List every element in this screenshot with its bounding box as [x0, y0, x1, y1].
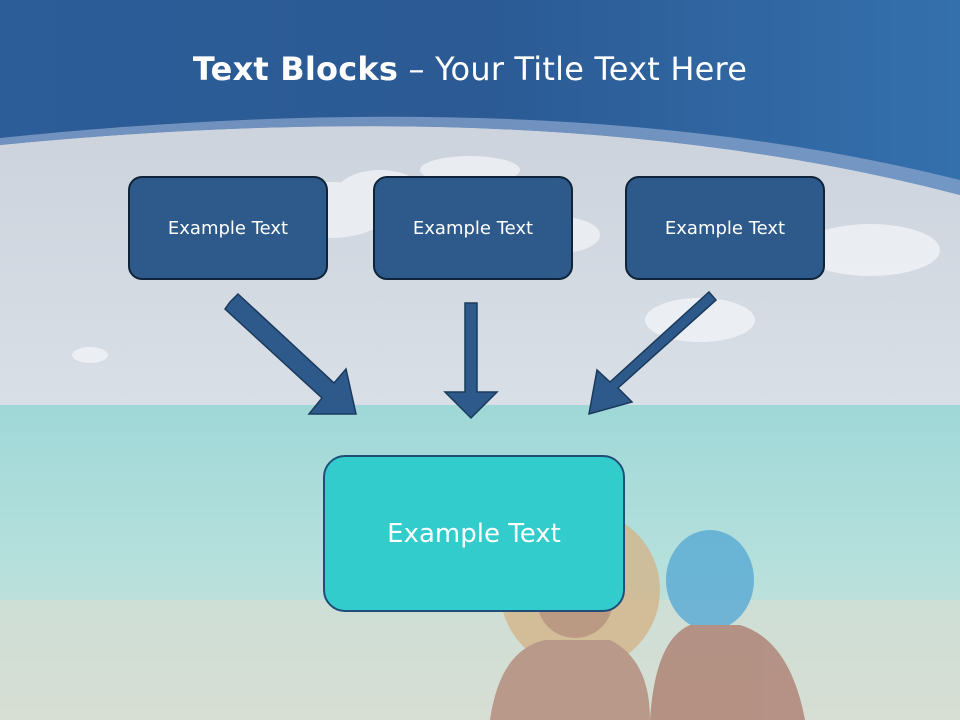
text-block-right[interactable]: Example Text — [625, 176, 825, 280]
arrow-down-right-icon — [224, 292, 357, 415]
slide-title: Text Blocks – Your Title Text Here — [0, 50, 940, 88]
title-bold-part: Text Blocks — [192, 50, 399, 88]
text-block-label: Example Text — [664, 217, 786, 239]
title-separator: – — [398, 50, 436, 88]
arrow-down-left-icon — [588, 290, 718, 416]
text-block-center[interactable]: Example Text — [373, 176, 573, 280]
main-text-block[interactable]: Example Text — [323, 455, 625, 612]
text-block-label: Example Text — [167, 217, 289, 239]
main-text-block-label: Example Text — [387, 518, 561, 549]
text-block-left[interactable]: Example Text — [128, 176, 328, 280]
text-block-label: Example Text — [412, 217, 534, 239]
title-regular-part: Your Title Text Here — [435, 50, 748, 88]
arrow-down-icon — [443, 302, 499, 420]
